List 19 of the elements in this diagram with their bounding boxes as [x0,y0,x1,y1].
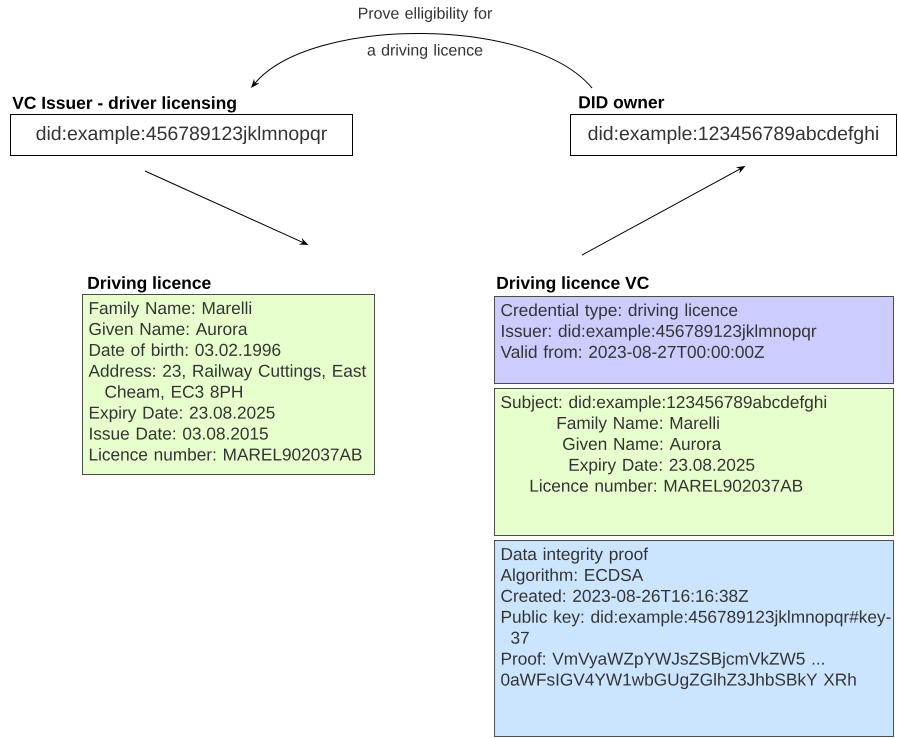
heading: DID owner [579,96,664,108]
info-card: Family Name: Marelli Given Name: Aurora Date of birth: 03.02.1996 Address: 23, Railway Cuttings, East Cheam, EC3 8PH Expiry Date: 23.08.2025 Issue Date: 03.08.2015 Licence number: MAREL902037AB [82,294,375,475]
info-card: Data integrity proof Algorithm: ECDSA Created: 2023-08-26T16:16:38Z Public key: did:example:456789123jklmnopqr#key-37 Proof: VmVyaWZpYWJsZSBjcmVkZW5 ... 0aWFsIGV4YW1wbGUgZGlhZ3JhbSBkY XRh [494,540,894,737]
node-label: Licence number: MAREL902037AB [90,448,362,461]
heading: Driving licence [88,276,211,293]
info-card: Credential type: driving licence Issuer: did:example:456789123jklmnopqr Valid from: 2023-08-27T00:00:00Z [494,296,894,384]
node-label: Address: 23, Railway Cuttings, East Cheam, EC3 8PH [88,364,366,400]
info-card: Subject: did:example:123456789abcdefghi Family Name: Marelli Given Name: Aurora Expiry Date: 23.08.2025 Licence number: MAREL902037AB [494,388,894,536]
node-label: Family Name: Marelli [90,302,252,318]
node-label: Date of birth: 03.02.1996 [90,343,280,356]
id-box: did:example:123456789abcdefghi [570,114,897,156]
node-label: Expiry Date: 23.08.2025 [90,406,275,422]
id-box: did:example:456789123jklmnopqr [10,114,353,156]
edge-label: Prove elligibility for a driving licence [359,7,492,59]
heading: Driving licence VC [497,276,649,293]
heading: VC Issuer - driver licensing [12,96,236,113]
arrow [251,32,592,88]
node-label: Issue Date: 03.08.2015 [90,427,268,440]
node-label: Given Name: Aurora [89,322,248,336]
